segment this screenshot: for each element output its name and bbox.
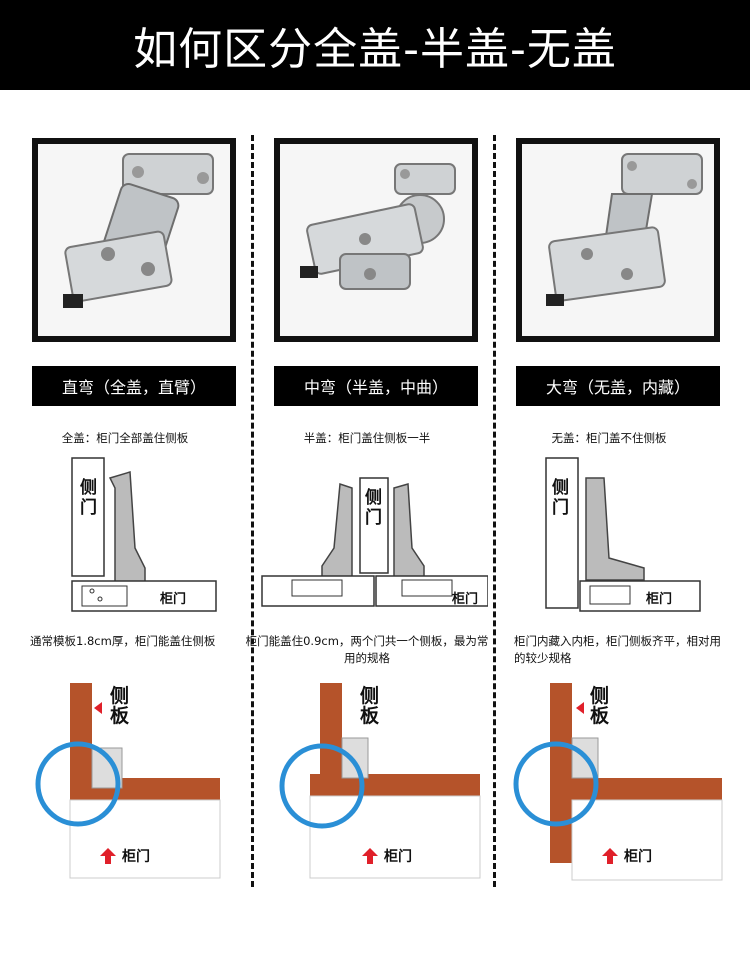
side-board-label: 侧板 xyxy=(360,685,380,727)
door-arrow-label: 柜门 xyxy=(624,849,652,865)
door-arrow-label: 柜门 xyxy=(384,849,412,865)
side-panel-label: 侧门 xyxy=(80,478,97,518)
hinge-image xyxy=(546,153,703,306)
side-board-label: 侧板 xyxy=(110,685,130,727)
overlay-description: 柜门能盖住0.9cm，两个门共一个侧板，最为常用的规格 xyxy=(245,634,489,665)
overlay-illustration: 侧板 柜门 xyxy=(252,678,488,898)
column-no-overlay: 大弯（无盖，内藏） 无盖：柜门盖不住侧板 侧门 柜门 柜门内藏入内柜，柜门侧板齐… xyxy=(484,90,734,964)
overlay-description: 通常模板1.8cm厚，柜门能盖住侧板 xyxy=(30,634,216,648)
column-half-overlay: 中弯（半盖，中曲） 半盖：柜门盖住侧板一半 侧门 柜门 柜门能盖住0.9cm，两… xyxy=(242,90,492,964)
overlay-caption: 半盖：柜门盖住侧板一半 xyxy=(303,431,431,445)
column-divider xyxy=(251,135,254,887)
door-label: 柜门 xyxy=(160,592,187,607)
hinge-image xyxy=(63,153,214,308)
door-label: 柜门 xyxy=(646,592,673,607)
overlay-caption: 全盖：柜门全部盖住侧板 xyxy=(61,431,189,445)
hinge-image xyxy=(300,163,456,290)
overlay-caption: 无盖：柜门盖不住侧板 xyxy=(551,431,667,445)
door-label: 柜门 xyxy=(452,592,479,607)
overlay-diagram: 侧门 柜门 xyxy=(494,448,730,618)
column-full-overlay: 直弯（全盖，直臂） 全盖：柜门全部盖住侧板 侧门 柜门 通常模板1.8cm厚，柜… xyxy=(0,90,250,964)
hinge-photo-half xyxy=(274,138,478,342)
overlay-description: 柜门内藏入内柜，柜门侧板齐平，相对用的较少规格 xyxy=(514,634,721,665)
hinge-photo-full xyxy=(32,138,236,342)
hinge-photo-none xyxy=(516,138,720,342)
overlay-illustration: 侧板 柜门 xyxy=(10,678,246,898)
side-panel-label: 侧门 xyxy=(365,488,382,528)
hinge-type-label: 中弯（半盖，中曲） xyxy=(274,366,478,406)
column-divider xyxy=(493,135,496,887)
overlay-diagram: 侧门 柜门 xyxy=(252,448,489,618)
side-board-label: 侧板 xyxy=(590,685,610,727)
hinge-type-label: 直弯（全盖，直臂） xyxy=(32,366,236,406)
side-panel-label: 侧门 xyxy=(552,478,569,518)
overlay-illustration: 侧板 柜门 xyxy=(494,678,730,898)
overlay-diagram: 侧门 柜门 xyxy=(10,448,246,618)
hinge-type-label: 大弯（无盖，内藏） xyxy=(516,366,720,406)
page-title: 如何区分全盖-半盖-无盖 xyxy=(0,0,750,90)
door-arrow-label: 柜门 xyxy=(122,849,150,865)
